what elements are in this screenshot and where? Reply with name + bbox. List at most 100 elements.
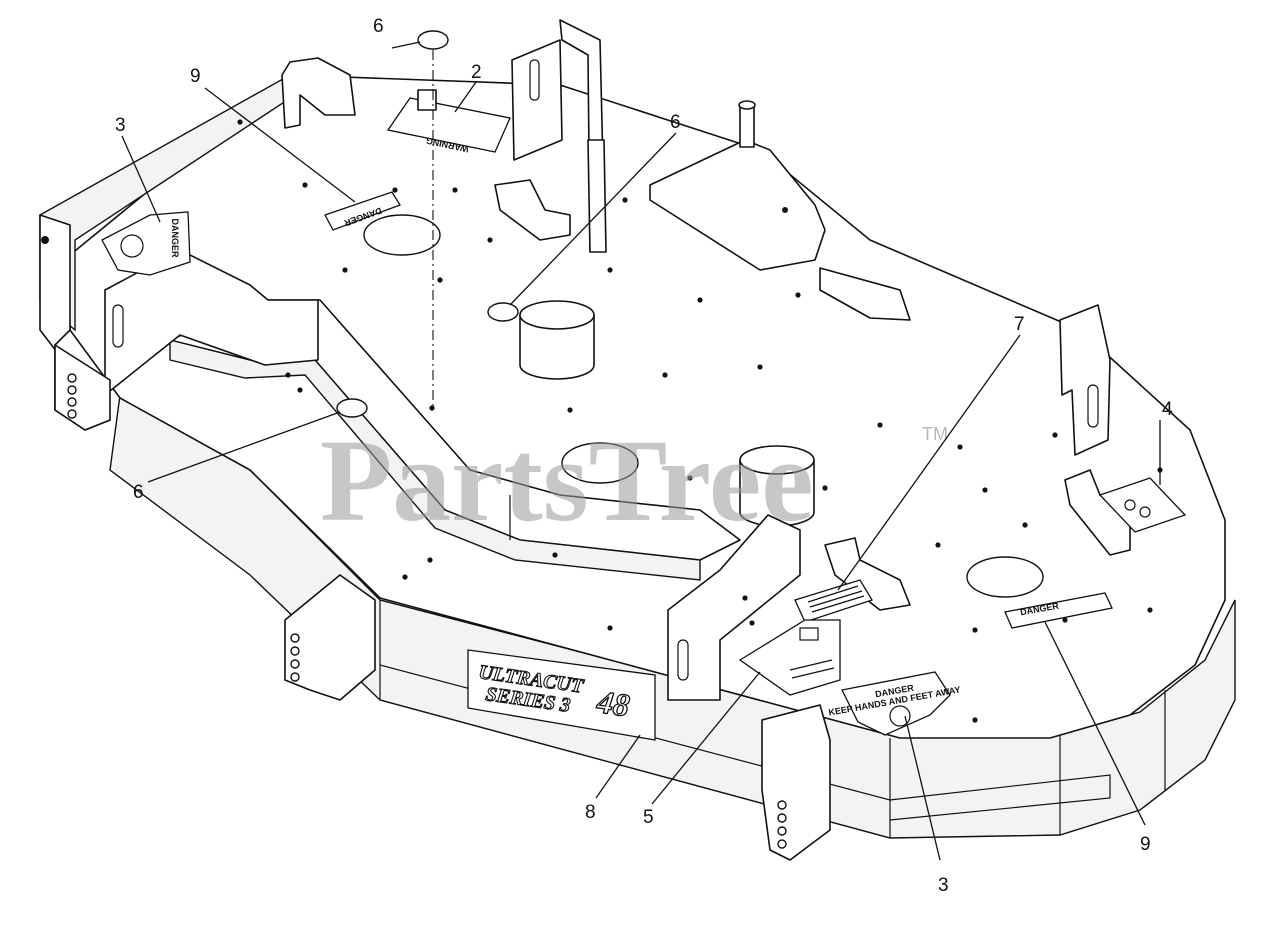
front-left-u-bracket-slot [112, 304, 124, 348]
rear-left-hook [281, 57, 356, 129]
instruction-line [809, 590, 863, 608]
deck-hole [795, 292, 801, 298]
leader-9-left [204, 87, 356, 203]
deck-hole [1052, 432, 1058, 438]
spindle-opening-center [561, 442, 639, 484]
leader-6-top [391, 41, 421, 49]
mount-hole [290, 672, 300, 682]
danger-shield-bottom [841, 671, 951, 736]
upright-brackets [104, 19, 1131, 701]
danger-strip-right [1004, 592, 1113, 629]
leader-lines [121, 41, 1161, 861]
leader-6-mid [509, 132, 677, 306]
deck-hole [402, 574, 408, 580]
deck-hook-2 [824, 537, 911, 611]
deck-hole [392, 187, 398, 193]
mount-hole [290, 659, 300, 669]
danger-shield-left-icon [120, 234, 144, 258]
warning-decal [386, 97, 511, 153]
chute-decal-icon [1139, 506, 1151, 518]
chute-decal [1098, 477, 1187, 533]
callout-4: 4 [1162, 399, 1173, 420]
pulley-hub-1 [519, 314, 595, 380]
watermark: PartsTree TM [320, 415, 948, 546]
spindle-opening-right [966, 556, 1044, 598]
warning-decal-post [417, 89, 437, 111]
instruction-line [811, 595, 865, 613]
pulley-hub-1-top [519, 300, 595, 330]
deck-hole [607, 267, 613, 273]
deck-hole [427, 557, 433, 563]
deck-hook-1 [494, 179, 571, 241]
deck-hole [302, 182, 308, 188]
left-mount-arm-plate [54, 344, 111, 431]
idler-bracket [649, 100, 911, 321]
callout-3-bottom: 3 [938, 875, 949, 896]
watermark-tm: TM [922, 424, 948, 444]
callout-6-top: 6 [373, 16, 384, 37]
mount-hole [777, 800, 787, 810]
deck-hole [822, 485, 828, 491]
callouts: 6 2 9 3 6 6 7 4 8 5 3 9 [115, 16, 1173, 896]
front-mounts [39, 214, 831, 861]
deck-hole [41, 236, 49, 244]
height-chart-decal [738, 619, 841, 696]
belt-guard [819, 267, 911, 321]
mount-hole [777, 826, 787, 836]
mount-hole [290, 646, 300, 656]
deck-hole [957, 444, 963, 450]
right-front-mount [761, 704, 831, 861]
deck-hole [742, 595, 748, 601]
deck-hole [749, 620, 755, 626]
deck-hole [552, 552, 558, 558]
deck-hole [1062, 617, 1068, 623]
deck-hole [237, 119, 243, 125]
decals: WARNING DANGER DANGER DANGER DANGER KEEP… [101, 89, 1187, 741]
deck-hole [935, 542, 941, 548]
spindle-opening-left [363, 214, 441, 256]
left-front-mount [284, 574, 376, 701]
callout-8: 8 [585, 802, 596, 823]
deck-hole [662, 372, 668, 378]
callout-5: 5 [643, 807, 654, 828]
deck-hole [452, 187, 458, 193]
rear-bracket-right-flange [587, 139, 607, 253]
spindle-openings [363, 214, 1044, 598]
deck-hole [877, 422, 883, 428]
plugs [336, 30, 519, 418]
danger-shield-left [101, 211, 191, 276]
deck-hole [342, 267, 348, 273]
deck-hole [1147, 607, 1153, 613]
deck-hole [567, 407, 573, 413]
leader-5 [651, 671, 761, 805]
leader-7 [837, 334, 1021, 591]
leader-8 [595, 734, 641, 799]
callout-9-left: 9 [190, 66, 201, 87]
deck-hole [757, 364, 763, 370]
deck-hole [607, 625, 613, 631]
deck-hole [487, 237, 493, 243]
callout-9-right: 9 [1140, 834, 1151, 855]
idler-post [739, 104, 755, 148]
leader-6-left [147, 411, 341, 483]
deck-hole [697, 297, 703, 303]
height-chart-line [789, 659, 833, 671]
plug-left [336, 398, 368, 418]
front-center-u-bracket [667, 514, 801, 701]
pulley-hubs [519, 300, 815, 527]
leader-9-right [1044, 621, 1146, 826]
mount-hole [67, 397, 77, 407]
mount-hole [67, 409, 77, 419]
pulley-hub-2-top [739, 445, 815, 475]
callout-3-left: 3 [115, 115, 126, 136]
deck-hole [972, 717, 978, 723]
front-left-u-bracket [104, 249, 319, 396]
chute-decal-icon [1124, 499, 1136, 511]
brand-decal-model: 48 [594, 683, 632, 723]
callout-2: 2 [471, 62, 482, 83]
callout-6-mid: 6 [670, 112, 681, 133]
mount-hole [777, 839, 787, 849]
plug-top [417, 30, 449, 50]
danger-shield-bottom-icon [889, 705, 911, 727]
